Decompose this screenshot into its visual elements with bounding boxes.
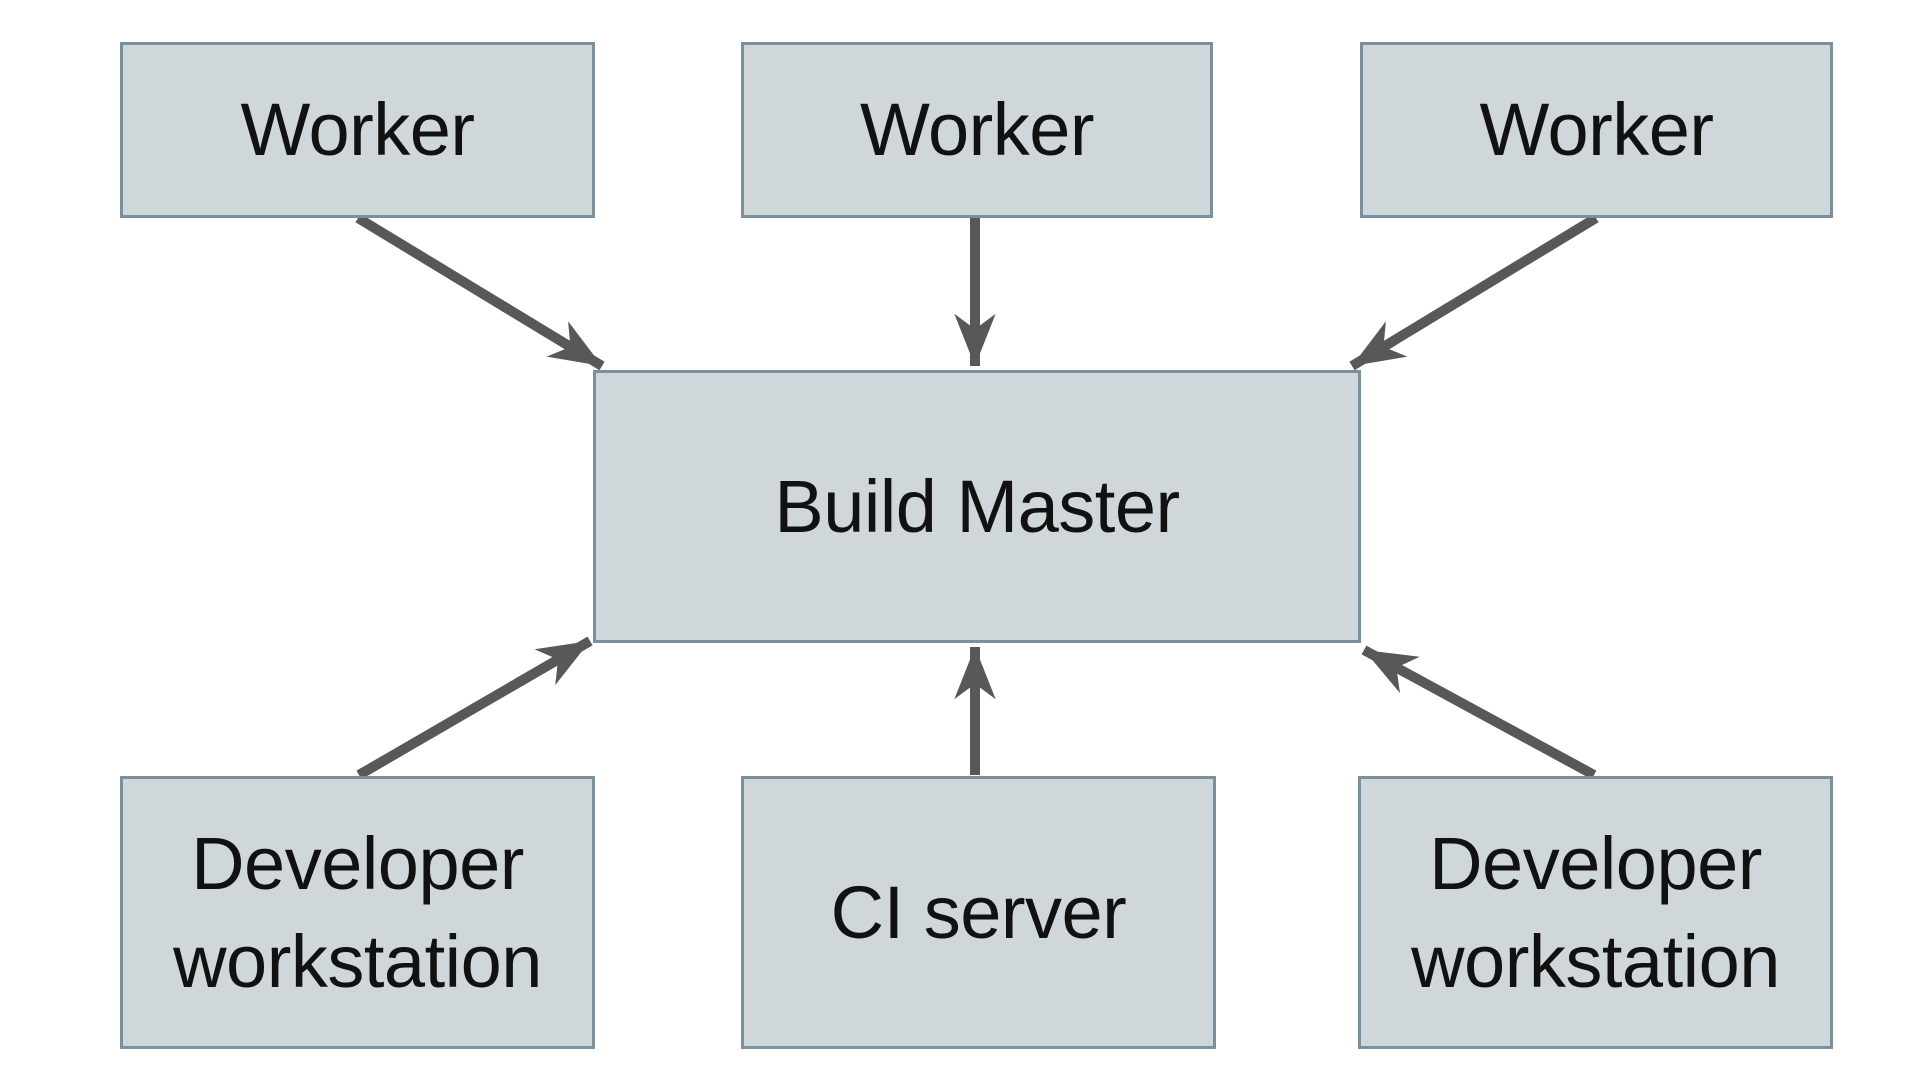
node-worker-1: Worker [120, 42, 595, 218]
edge-dev-workstation-left-to-build-master [356, 636, 593, 780]
node-build-master: Build Master [593, 370, 1361, 643]
node-build-master-label: Build Master [774, 464, 1180, 548]
node-dev-workstation-left-label: Developer workstation [173, 821, 542, 1003]
node-ci-server-label: CI server [830, 870, 1127, 954]
node-ci-server: CI server [741, 776, 1216, 1049]
node-dev-workstation-right-label: Developer workstation [1411, 821, 1780, 1003]
node-worker-3-label: Worker [1479, 88, 1714, 172]
node-dev-workstation-left: Developer workstation [120, 776, 595, 1049]
node-dev-workstation-right: Developer workstation [1358, 776, 1833, 1049]
node-worker-1-label: Worker [240, 88, 475, 172]
node-worker-2: Worker [741, 42, 1213, 218]
edge-worker-3-to-build-master [1349, 213, 1599, 371]
node-worker-2-label: Worker [859, 88, 1095, 172]
edge-dev-workstation-right-to-build-master [1361, 645, 1597, 780]
node-worker-3: Worker [1360, 42, 1833, 218]
edge-worker-1-to-build-master [355, 213, 605, 371]
